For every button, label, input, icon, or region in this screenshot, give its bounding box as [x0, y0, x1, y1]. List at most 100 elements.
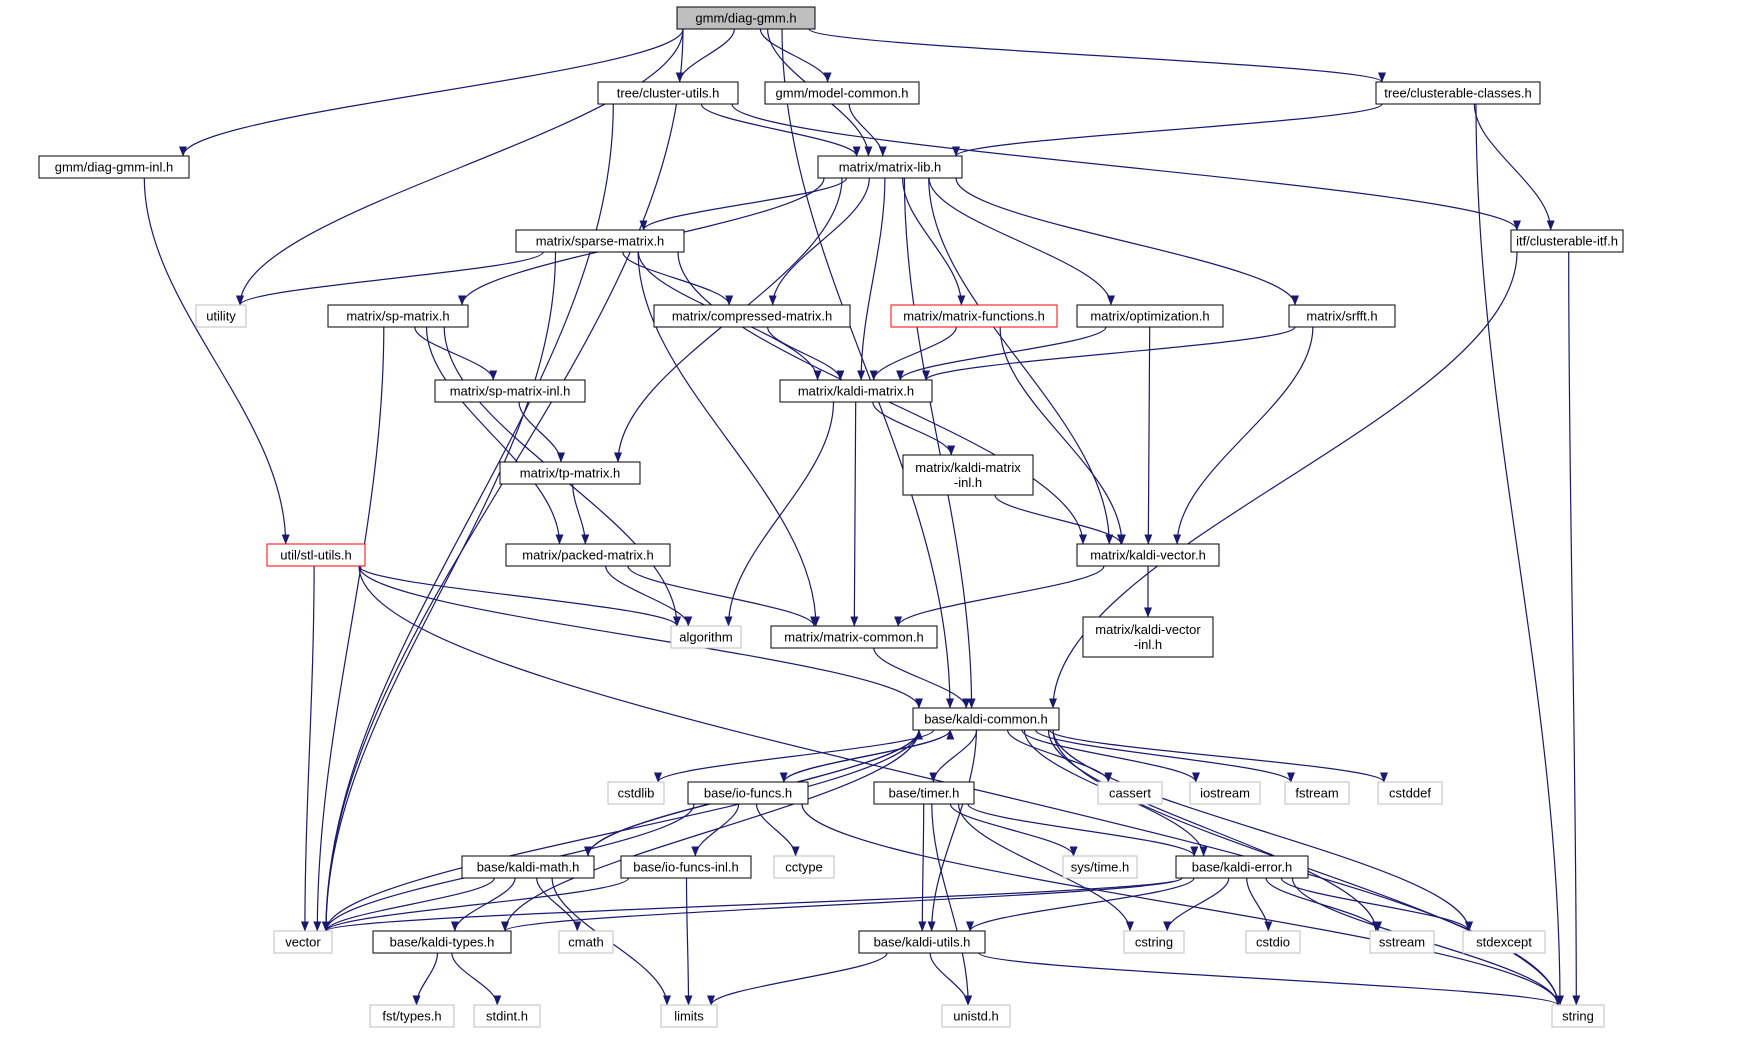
- node-clusterable-classes[interactable]: tree/clusterable-classes.h: [1375, 81, 1541, 105]
- node-iostream: iostream: [1189, 781, 1261, 805]
- edge-io-funcs-to-kaldi-common: [783, 729, 955, 783]
- node-box: [1462, 930, 1546, 954]
- node-optimization[interactable]: matrix/optimization.h: [1076, 304, 1224, 328]
- node-box: [597, 81, 739, 105]
- edge-diag-gmm-inl-to-stl-utils: [143, 177, 290, 545]
- node-clusterable-itf[interactable]: itf/clusterable-itf.h: [1510, 229, 1624, 253]
- edge-kaldi-matrix-to-matrix-common: [850, 401, 859, 627]
- node-label: matrix/sp-matrix-inl.h: [450, 384, 571, 399]
- edge-matrix-lib-to-sparse-matrix: [639, 177, 848, 231]
- node-label: gmm/diag-gmm.h: [695, 11, 796, 26]
- edge-kaldi-matrix-to-kaldi-matrix-inl: [872, 401, 956, 456]
- node-kaldi-vector-inl[interactable]: matrix/kaldi-vector-inl.h: [1082, 616, 1214, 658]
- node-label: stdexcept: [1476, 935, 1532, 950]
- node-timer[interactable]: base/timer.h: [873, 781, 975, 805]
- edge-clusterable-classes-to-string: [1475, 103, 1564, 1006]
- node-label: matrix/sp-matrix.h: [346, 309, 449, 324]
- edge-io-funcs-to-cctype: [755, 803, 800, 857]
- node-cstdlib: cstdlib: [607, 781, 665, 805]
- node-diag-gmm-inl[interactable]: gmm/diag-gmm-inl.h: [38, 155, 190, 179]
- node-label: base/io-funcs.h: [704, 786, 792, 801]
- node-label: cstdio: [1256, 935, 1290, 950]
- edge-clusterable-itf-to-kaldi-common: [1049, 251, 1518, 709]
- node-kaldi-error[interactable]: base/kaldi-error.h: [1175, 855, 1309, 879]
- node-compressed-matrix[interactable]: matrix/compressed-matrix.h: [653, 304, 851, 328]
- node-sparse-matrix[interactable]: matrix/sparse-matrix.h: [515, 229, 685, 253]
- edge-stl-utils-to-vector: [300, 565, 315, 932]
- edge-kaldi-types-to-stdint: [451, 952, 502, 1006]
- edge-matrix-lib-to-optimization: [928, 177, 1115, 306]
- edge-kaldi-vector-to-matrix-common: [894, 565, 1105, 627]
- node-model-common[interactable]: gmm/model-common.h: [764, 81, 920, 105]
- node-cluster-utils[interactable]: tree/cluster-utils.h: [597, 81, 739, 105]
- node-matrix-lib[interactable]: matrix/matrix-lib.h: [817, 155, 963, 179]
- edge-kaldi-common-to-cassert: [1007, 729, 1113, 783]
- node-label: matrix/matrix-functions.h: [903, 309, 1045, 324]
- node-label: matrix/tp-matrix.h: [520, 466, 620, 481]
- edge-cluster-utils-to-clusterable-itf: [731, 103, 1521, 231]
- node-sp-matrix[interactable]: matrix/sp-matrix.h: [327, 304, 469, 328]
- node-box: [266, 543, 366, 567]
- node-unistd: unistd.h: [941, 1004, 1011, 1028]
- node-label: gmm/model-common.h: [776, 86, 909, 101]
- edge-compressed-matrix-to-kaldi-matrix: [767, 326, 845, 381]
- node-kaldi-matrix-inl[interactable]: matrix/kaldi-matrix-inl.h: [902, 454, 1034, 496]
- node-label: unistd.h: [953, 1009, 999, 1024]
- edge-clusterable-itf-to-string: [1568, 251, 1581, 1006]
- node-label: limits: [674, 1009, 704, 1024]
- node-srfft[interactable]: matrix/srfft.h: [1288, 304, 1396, 328]
- node-kaldi-vector[interactable]: matrix/kaldi-vector.h: [1076, 543, 1220, 567]
- node-label: vector: [285, 935, 321, 950]
- node-kaldi-common[interactable]: base/kaldi-common.h: [912, 707, 1060, 731]
- node-cmath: cmath: [558, 930, 614, 954]
- edge-matrix-common-to-kaldi-common: [873, 647, 971, 709]
- node-utility: utility: [195, 304, 247, 328]
- node-label: matrix/kaldi-vector.h: [1090, 548, 1206, 563]
- edge-matrix-lib-to-srfft: [955, 177, 1299, 306]
- edge-matrix-functions-to-kaldi-vector: [999, 326, 1126, 545]
- node-label: matrix/optimization.h: [1090, 309, 1209, 324]
- node-kaldi-math[interactable]: base/kaldi-math.h: [461, 855, 595, 879]
- node-sp-matrix-inl[interactable]: matrix/sp-matrix-inl.h: [434, 379, 586, 403]
- node-box: [1062, 855, 1138, 879]
- node-cstdio: cstdio: [1245, 930, 1301, 954]
- node-kaldi-types[interactable]: base/kaldi-types.h: [372, 930, 512, 954]
- node-sstream: sstream: [1369, 930, 1435, 954]
- edge-io-funcs-inl-to-vector: [322, 877, 630, 932]
- node-kaldi-utils[interactable]: base/kaldi-utils.h: [858, 930, 986, 954]
- node-box: [773, 855, 835, 879]
- node-diag-gmm[interactable]: gmm/diag-gmm.h: [676, 6, 816, 30]
- node-stl-utils[interactable]: util/stl-utils.h: [266, 543, 366, 567]
- node-box: [369, 1004, 455, 1028]
- node-label: matrix/packed-matrix.h: [522, 548, 653, 563]
- edge-io-funcs-inl-to-limits: [684, 877, 693, 1006]
- edge-timer-to-kaldi-error: [967, 803, 1199, 857]
- node-box: [434, 379, 586, 403]
- node-label: iostream: [1200, 786, 1250, 801]
- node-tp-matrix[interactable]: matrix/tp-matrix.h: [499, 461, 641, 485]
- edge-kaldi-math-to-cmath: [536, 877, 582, 932]
- node-box: [687, 781, 809, 805]
- node-label: cmath: [568, 935, 603, 950]
- node-matrix-common[interactable]: matrix/matrix-common.h: [770, 625, 938, 649]
- node-packed-matrix[interactable]: matrix/packed-matrix.h: [505, 543, 671, 567]
- node-label: string: [1562, 1009, 1594, 1024]
- node-box: [941, 1004, 1011, 1028]
- node-matrix-functions[interactable]: matrix/matrix-functions.h: [890, 304, 1058, 328]
- node-box: [505, 543, 671, 567]
- node-box: [770, 625, 938, 649]
- node-io-funcs[interactable]: base/io-funcs.h: [687, 781, 809, 805]
- node-box: [873, 781, 975, 805]
- node-box: [1551, 1004, 1605, 1028]
- node-box: [1097, 781, 1163, 805]
- node-label: gmm/diag-gmm-inl.h: [55, 160, 173, 175]
- edge-timer-to-kaldi-utils: [918, 803, 927, 932]
- node-kaldi-matrix[interactable]: matrix/kaldi-matrix.h: [779, 379, 933, 403]
- node-label: cassert: [1109, 786, 1151, 801]
- edge-sp-matrix-to-packed-matrix: [425, 326, 564, 545]
- node-io-funcs-inl[interactable]: base/io-funcs-inl.h: [620, 855, 752, 879]
- edge-kaldi-common-to-stdexcept: [1052, 729, 1473, 932]
- edge-kaldi-error-to-kaldi-utils: [966, 877, 1195, 932]
- edge-tp-matrix-to-packed-matrix: [572, 483, 590, 545]
